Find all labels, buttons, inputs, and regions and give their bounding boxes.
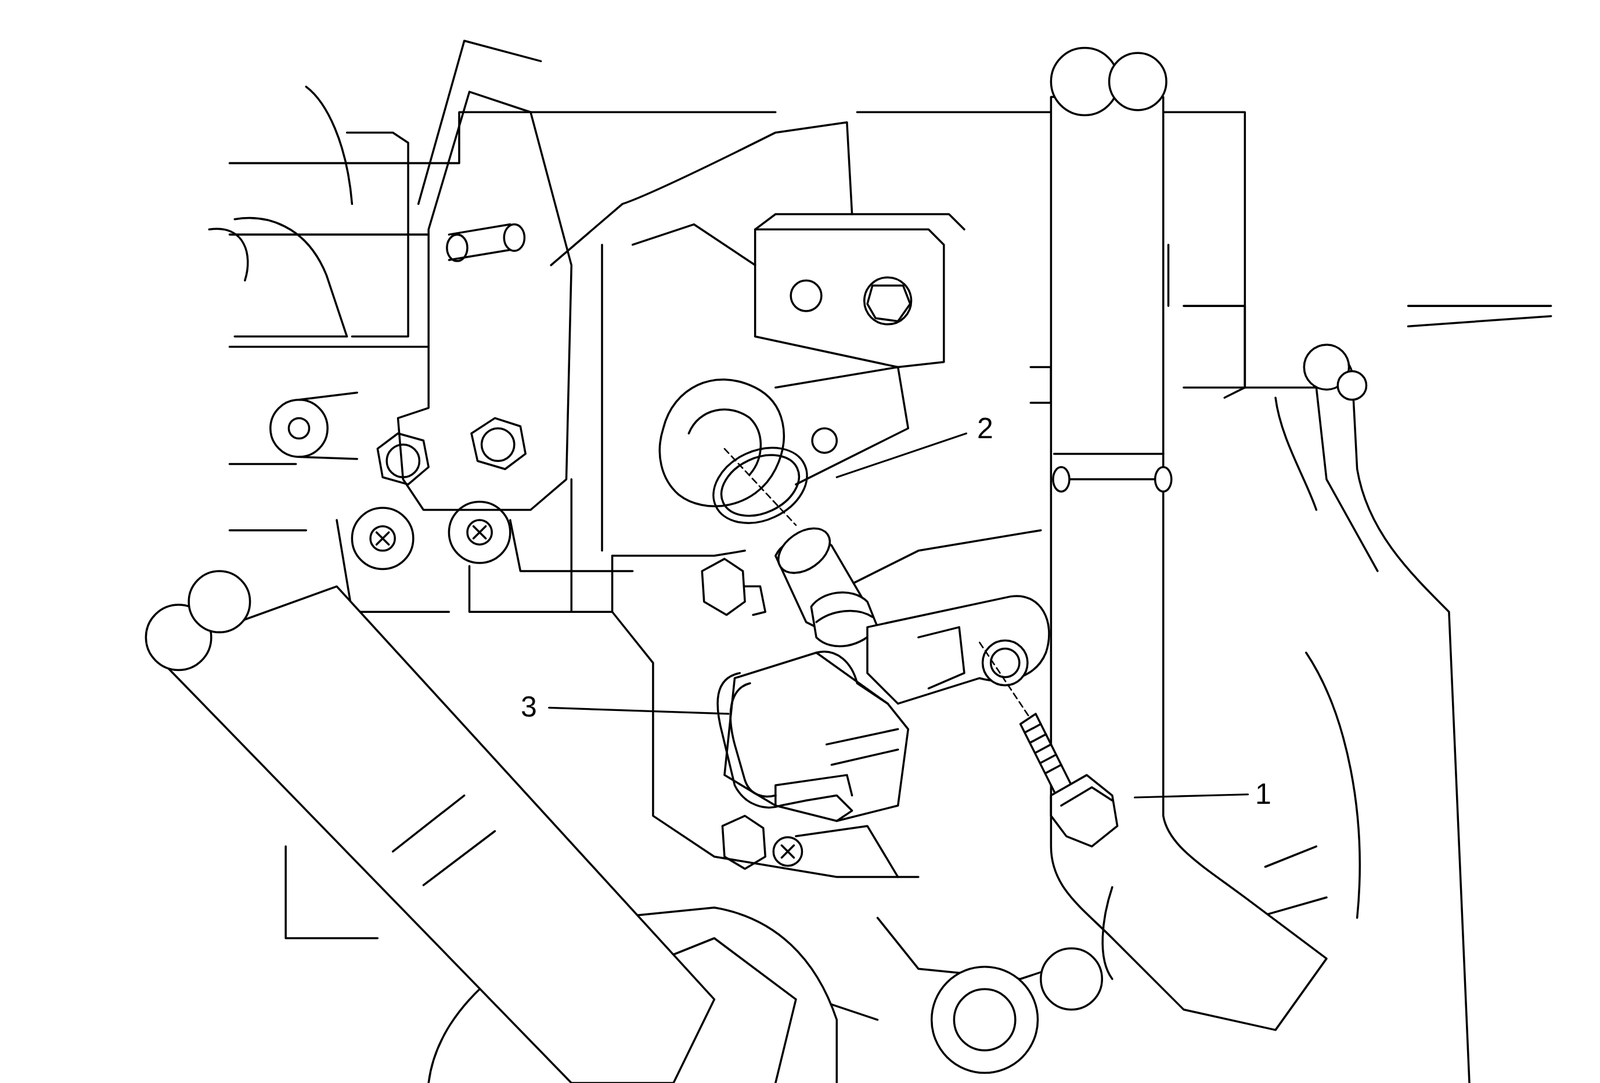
callout-number: 2 (974, 412, 996, 445)
callout-number: 3 (518, 691, 540, 723)
callout-number: 1 (1252, 778, 1274, 810)
